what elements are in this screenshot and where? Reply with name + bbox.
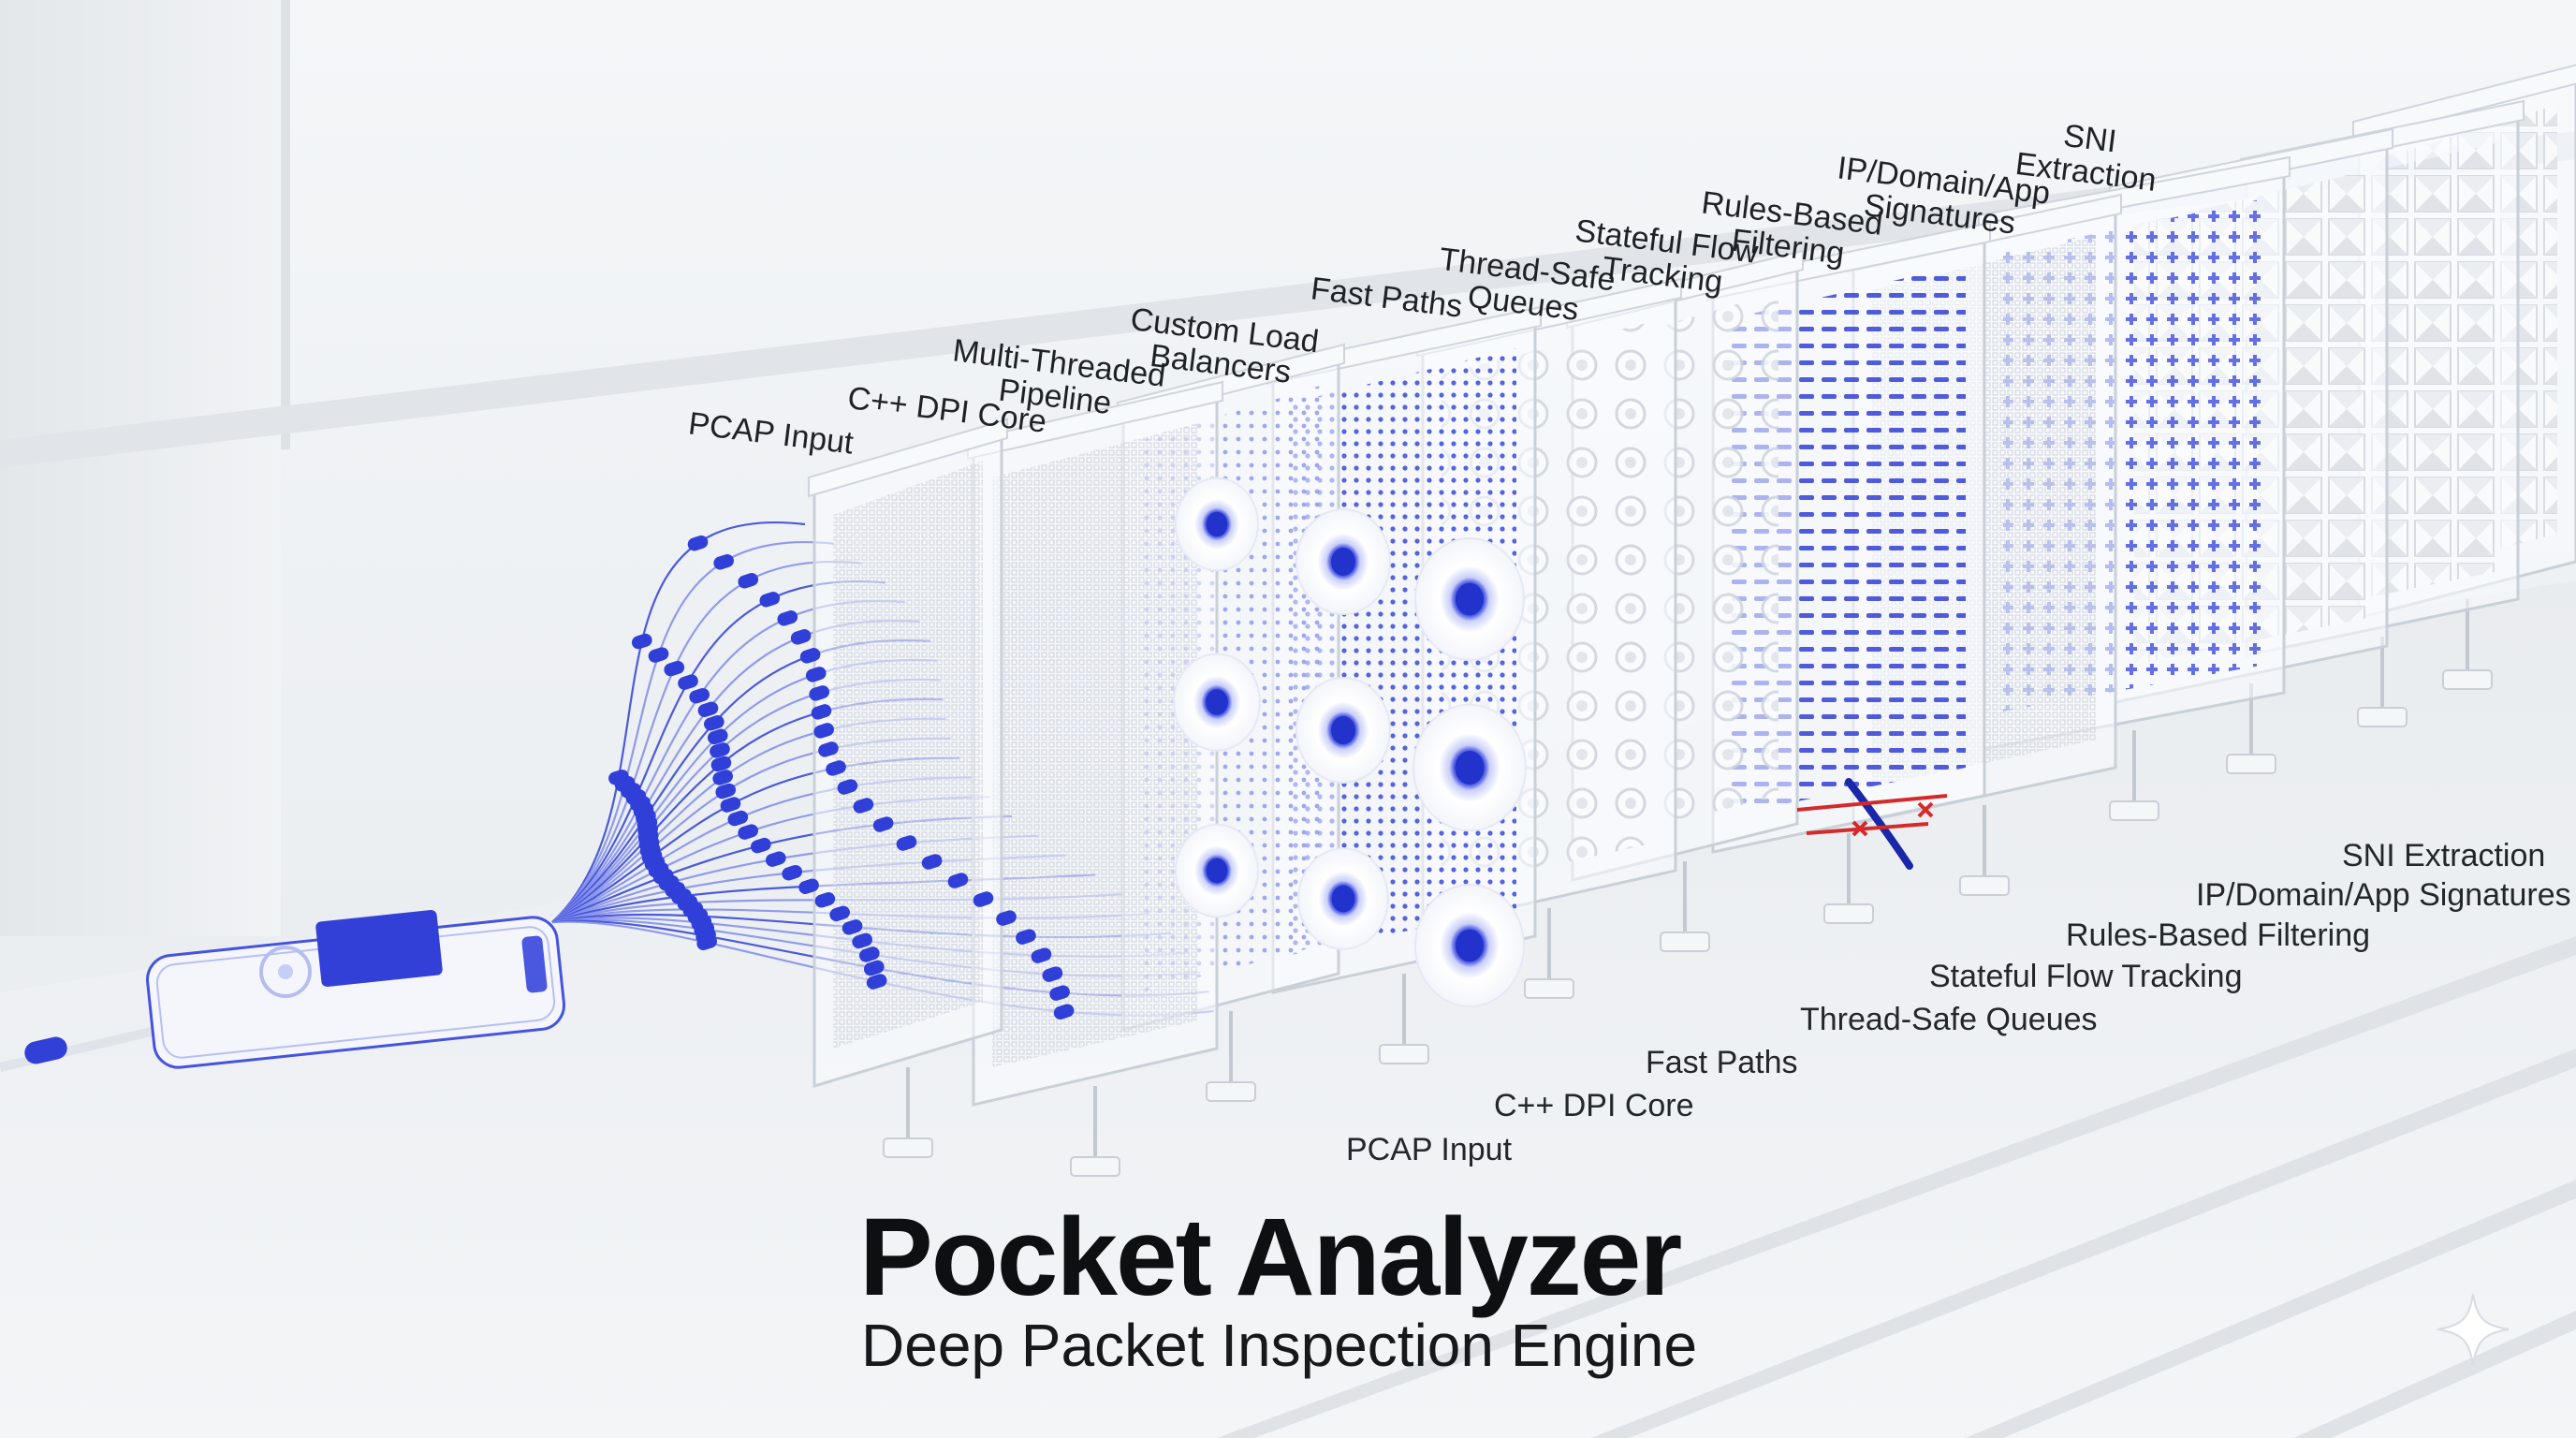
packet-bead: [713, 553, 735, 570]
packet-bead: [896, 835, 917, 851]
packet-bead: [648, 647, 669, 663]
packet-bead: [664, 660, 685, 677]
packet-bead: [1042, 966, 1063, 982]
page-subtitle: Deep Packet Inspection Engine: [861, 1312, 1698, 1379]
packet-bead: [813, 723, 834, 739]
packet-cable: [551, 521, 806, 923]
packet-bead: [687, 535, 709, 551]
sparkle-icon: [2437, 1293, 2510, 1366]
floor-step-1: [1217, 936, 2576, 1438]
packet-bead: [858, 946, 880, 962]
packet-bead: [689, 687, 710, 704]
packet-bead: [777, 610, 798, 626]
stage-label-floor: Rules-Based Filtering: [2066, 917, 2371, 953]
processing-ring-node: [1173, 653, 1261, 752]
packet-bead: [996, 910, 1017, 926]
packet-bead: [712, 770, 733, 785]
packet-bead: [863, 960, 885, 976]
processing-ring-node: [1412, 703, 1527, 832]
packet-bead: [829, 905, 850, 922]
inspection-panels: [808, 64, 2576, 1177]
processing-ring-node: [1175, 477, 1259, 572]
packet-bead: [727, 810, 749, 827]
stage-label-floor: Thread-Safe Queues: [1800, 1002, 2098, 1037]
packet-bead: [799, 648, 821, 664]
packet-bead: [738, 824, 759, 840]
stage-label-floor: PCAP Input: [1346, 1132, 1513, 1167]
stage-label-floor: Fast Paths: [1646, 1045, 1798, 1080]
processing-ring-node: [1297, 847, 1389, 950]
packet-bead: [811, 704, 832, 720]
packet-bead: [973, 891, 994, 907]
packet-bead: [818, 741, 839, 757]
packet-bead: [826, 760, 846, 776]
packet-bead: [715, 783, 737, 800]
floor-step-2: [1591, 1049, 2576, 1438]
packet-bead: [1053, 1004, 1075, 1020]
packet-bead: [751, 837, 771, 854]
packet-bead: [809, 685, 830, 701]
packet-bead: [720, 797, 741, 813]
packet-cable: [551, 560, 862, 923]
inspection-panel: [967, 380, 1223, 1177]
stage-label-floor: IP/Domain/App Signatures: [2196, 877, 2571, 913]
floor-step-4: [2293, 1311, 2576, 1438]
packet-bead: [872, 816, 894, 832]
packet-bead: [805, 667, 827, 682]
packet-beads: [608, 535, 1075, 1020]
packet-bead: [704, 715, 724, 731]
packet-bead: [738, 573, 759, 589]
packet-bead: [631, 633, 652, 650]
packet-bead: [696, 934, 718, 951]
packet-bead: [921, 854, 943, 870]
stage-label-floor: Stateful Flow Tracking: [1929, 959, 2243, 994]
handheld-analyzer-device-icon: [0, 909, 565, 1072]
packet-bead: [842, 919, 863, 935]
packet-bead: [947, 873, 969, 888]
processing-ring-node: [1295, 508, 1391, 615]
page-title: Pocket Analyzer: [859, 1196, 1682, 1319]
processing-ring-node: [1414, 884, 1525, 1007]
packet-bead: [1031, 947, 1052, 963]
packet-bead: [710, 756, 732, 772]
floor-step-3: [1966, 1180, 2576, 1438]
packet-bead: [697, 701, 719, 717]
packet-cable: [551, 540, 835, 923]
packet-bead: [678, 674, 698, 690]
packet-bead: [765, 851, 786, 867]
back-wall-ledge: [0, 131, 2576, 468]
stage-label-floor: SNI Extraction: [2342, 838, 2546, 873]
packet-bead: [814, 892, 836, 908]
packet-bead: [866, 974, 887, 990]
packet-bead: [1016, 929, 1036, 945]
processing-ring-node: [1295, 677, 1391, 784]
packet-bead: [852, 932, 872, 949]
packet-bead: [759, 592, 781, 608]
packet-bead: [837, 779, 858, 795]
processing-ring-node: [1414, 537, 1525, 661]
packet-bead: [782, 864, 803, 881]
packet-bead: [707, 728, 728, 745]
packet-bead: [853, 798, 874, 814]
back-wall-panel: [0, 0, 281, 936]
stage-label-floor: C++ DPI Core: [1494, 1088, 1694, 1123]
packet-bead: [790, 629, 812, 645]
blocked-packet-marker: [1796, 778, 1948, 870]
packet-cable: [551, 580, 886, 923]
packet-bead: [798, 878, 819, 894]
packet-bead: [710, 742, 730, 758]
processing-ring-node: [1175, 823, 1259, 918]
back-wall-seam: [281, 0, 290, 449]
packet-bead: [1049, 985, 1070, 1001]
